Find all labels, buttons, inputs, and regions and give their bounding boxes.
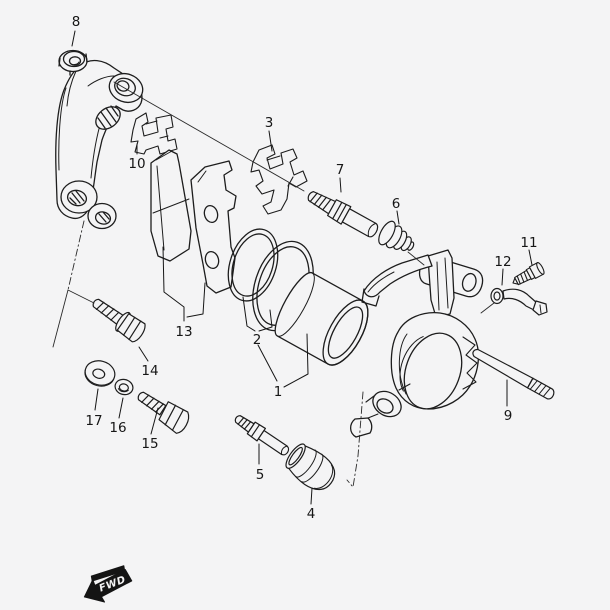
part-label-10: 10 xyxy=(128,156,145,172)
part-label-8: 8 xyxy=(72,14,81,30)
part-label-2: 2 xyxy=(253,332,262,348)
slide-pin-boot-drawing xyxy=(378,220,415,252)
piston-drawing xyxy=(274,271,369,366)
hose-union-drawing xyxy=(490,287,548,316)
part-label-5: 5 xyxy=(256,467,265,483)
part-label-14: 14 xyxy=(141,363,158,379)
part-label-6: 6 xyxy=(392,196,401,212)
part-label-4: 4 xyxy=(307,506,316,522)
caliper-bracket-drawing xyxy=(55,59,144,230)
anti-rattle-spring-drawing xyxy=(250,144,308,215)
flange-nut-drawing xyxy=(58,49,88,76)
part-label-9: 9 xyxy=(504,408,513,424)
part-label-16: 16 xyxy=(109,420,126,436)
slide-pin-bolt-drawing xyxy=(307,191,379,238)
washer-drawing xyxy=(84,360,116,387)
part-label-3: 3 xyxy=(265,115,274,131)
assembly-lines xyxy=(52,81,495,488)
bracket-bolt-lower-drawing xyxy=(137,391,190,434)
part-label-17: 17 xyxy=(85,413,102,429)
slide-pin-drawing xyxy=(234,415,290,456)
brake-pads-drawing xyxy=(150,149,237,294)
leader-lines xyxy=(71,30,533,505)
part-label-15: 15 xyxy=(141,436,158,452)
pad-spring-clip-drawing xyxy=(130,112,178,155)
part-label-7: 7 xyxy=(336,162,345,178)
bracket-boss-hole-a xyxy=(66,189,88,207)
fwd-arrow-icon: FWD xyxy=(83,565,133,603)
bracket-bolt-drawing xyxy=(92,298,146,343)
caliper-body-drawing xyxy=(349,249,484,438)
bleeder-screw-drawing xyxy=(512,262,545,286)
part-label-11: 11 xyxy=(520,235,537,251)
caliper-pin-bolt-drawing xyxy=(472,348,555,400)
part-label-13: 13 xyxy=(175,324,192,340)
lock-washer-drawing xyxy=(114,378,134,396)
bracket-boss-hole-b xyxy=(94,211,112,225)
bracket-slot-hatched xyxy=(95,105,121,130)
part-labels: 8 10 3 7 6 11 12 13 2 1 14 17 16 15 5 4 … xyxy=(72,14,538,522)
pin-boot-drawing xyxy=(285,443,336,490)
part-label-12: 12 xyxy=(494,254,511,270)
part-label-1: 1 xyxy=(274,384,283,400)
